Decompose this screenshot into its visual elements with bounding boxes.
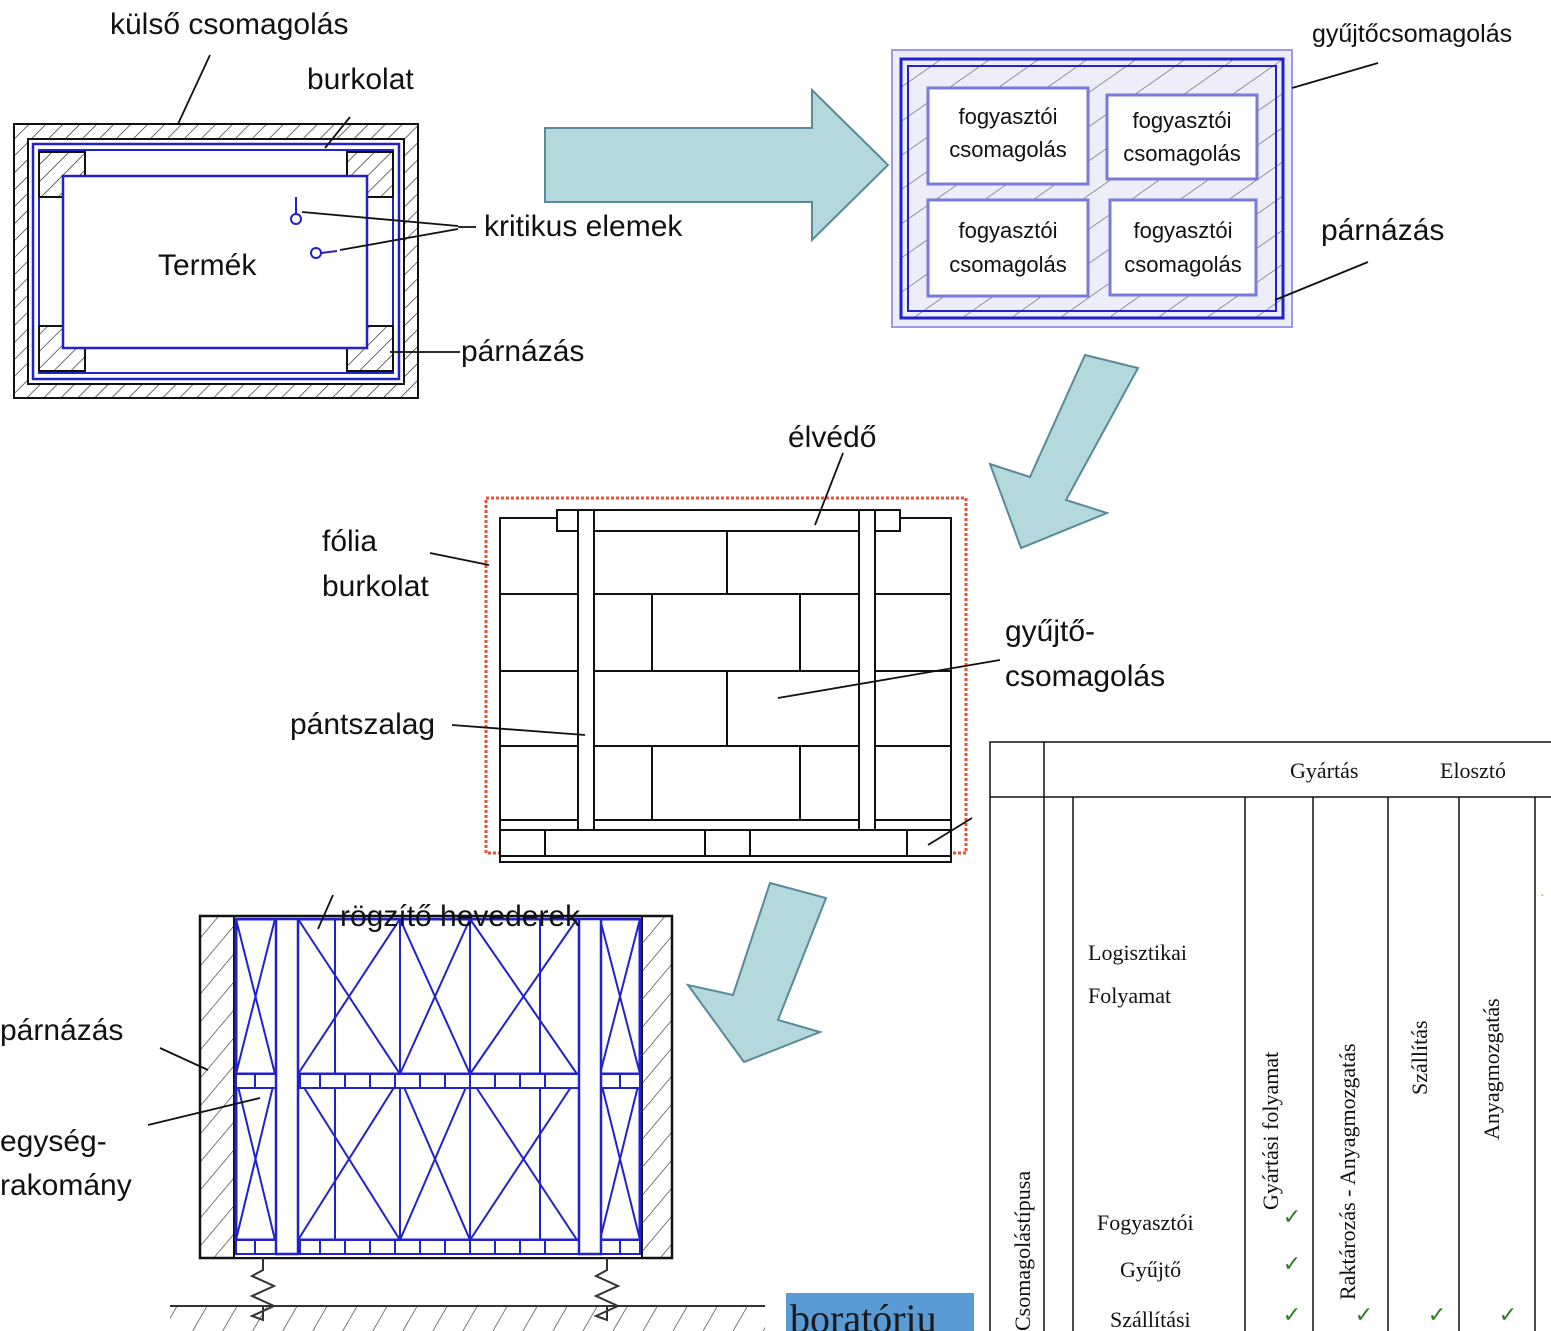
label-edge-protector: élvédő bbox=[788, 421, 876, 454]
label-critical-elements: kritikus elemek bbox=[484, 210, 683, 243]
label-wrapping: burkolat bbox=[307, 63, 414, 96]
strap bbox=[858, 509, 876, 831]
table-col-transport: Szállítás bbox=[1407, 1020, 1432, 1095]
flow-arrow-down-left-2 bbox=[685, 881, 828, 1064]
label-outer-packaging: külső csomagolás bbox=[110, 8, 348, 41]
diagram-collective-packaging: fogyasztói csomagolás fogyasztói csomago… bbox=[891, 20, 1512, 328]
consumer-box: fogyasztói csomagolás bbox=[1108, 198, 1258, 297]
consumer-box: fogyasztói csomagolás bbox=[1105, 93, 1259, 181]
wrapping-line bbox=[31, 142, 401, 381]
table-logistics-process: Logisztikai bbox=[1088, 940, 1187, 965]
label-cushioning-1: párnázás bbox=[461, 335, 584, 368]
label-cushioning-2: párnázás bbox=[1321, 214, 1444, 247]
label-foil-wrap: fólia bbox=[322, 525, 377, 558]
diagram-pallet-load: élvédő fólia burkolat gyűjtő- csomagolás… bbox=[290, 421, 1165, 863]
table-col-warehousing: Raktározás - Anyagmozgatás bbox=[1335, 1043, 1360, 1300]
label-fixing-straps: rögzítő hevederek bbox=[340, 900, 581, 933]
check-mark-icon: ✓ bbox=[1499, 1303, 1517, 1328]
table-col-manufacturing-process: Gyártási folyamat bbox=[1258, 1052, 1283, 1210]
svg-text:csomagolás: csomagolás bbox=[1123, 141, 1240, 166]
consumer-box: fogyasztói csomagolás bbox=[926, 86, 1090, 186]
diagram-unit-load: rögzítő hevederek párnázás egység- rakom… bbox=[0, 894, 765, 1331]
flow-arrow-right bbox=[544, 87, 890, 243]
label-product: Termék bbox=[158, 249, 257, 282]
label-collective-2: csomagolás bbox=[1005, 660, 1165, 693]
label-foil-wrap-2: burkolat bbox=[322, 570, 429, 603]
table-header-distribution: Elosztó bbox=[1440, 758, 1506, 783]
check-mark-icon: ✓ bbox=[1283, 1205, 1301, 1230]
product-box bbox=[61, 174, 369, 350]
table-col-material-handling: Anyagmozgatás bbox=[1479, 998, 1504, 1140]
edge-protector bbox=[556, 509, 901, 532]
consumer-box: fogyasztói csomagolás bbox=[926, 198, 1090, 298]
svg-text:csomagolás: csomagolás bbox=[949, 137, 1066, 162]
laboratory-tab[interactable]: boratóriu bbox=[786, 1293, 974, 1331]
table-row-consumer: Fogyasztói bbox=[1097, 1210, 1194, 1235]
critical-element-pin bbox=[310, 247, 322, 259]
pallet-slats bbox=[235, 1073, 641, 1255]
check-mark-icon: ✓ bbox=[1428, 1303, 1446, 1328]
svg-text:fogyasztói: fogyasztói bbox=[1133, 218, 1232, 243]
critical-element-pin bbox=[290, 213, 302, 225]
svg-text:fogyasztói: fogyasztói bbox=[1132, 108, 1231, 133]
svg-text:csomagolás: csomagolás bbox=[949, 252, 1066, 277]
svg-text:fogyasztói: fogyasztói bbox=[958, 104, 1057, 129]
table-packaging-type: Csomagolástípusa bbox=[1010, 1171, 1035, 1331]
table-row-collective: Gyűjtő bbox=[1120, 1257, 1181, 1282]
label-strapping: pántszalag bbox=[290, 708, 435, 741]
table-row-shipping: Szállítási bbox=[1110, 1307, 1191, 1331]
fixing-strap bbox=[274, 917, 300, 1256]
label-unit-load: egység- bbox=[0, 1125, 107, 1158]
label-collective: gyűjtő- bbox=[1005, 615, 1095, 648]
table-cropped-glyph: · bbox=[1540, 889, 1545, 904]
check-mark-icon: ✓ bbox=[1283, 1303, 1301, 1328]
label-unit-load-2: rakomány bbox=[0, 1169, 132, 1202]
svg-text:fogyasztói: fogyasztói bbox=[958, 218, 1057, 243]
check-mark-icon: ✓ bbox=[1283, 1252, 1301, 1277]
table-logistics-process-2: Folyamat bbox=[1088, 983, 1171, 1008]
svg-text:csomagolás: csomagolás bbox=[1124, 252, 1241, 277]
table-check-marks: ✓ ✓ ✓ ✓ ✓ ✓ bbox=[1283, 1205, 1517, 1328]
fixing-strap bbox=[577, 917, 603, 1256]
flow-arrow-down-left bbox=[988, 353, 1140, 550]
diagram-product-packaging: külső csomagolás burkolat kritikus eleme… bbox=[13, 8, 683, 399]
label-collective-packaging: gyűjtőcsomagolás bbox=[1312, 20, 1512, 48]
packaging-process-table: Gyártás Elosztó Logisztikai Folyamat Gyá… bbox=[989, 741, 1551, 1331]
strap bbox=[577, 509, 595, 831]
label-cushioning-3: párnázás bbox=[0, 1014, 123, 1047]
table-header-manufacturing: Gyártás bbox=[1290, 758, 1358, 783]
check-mark-icon: ✓ bbox=[1355, 1303, 1373, 1328]
